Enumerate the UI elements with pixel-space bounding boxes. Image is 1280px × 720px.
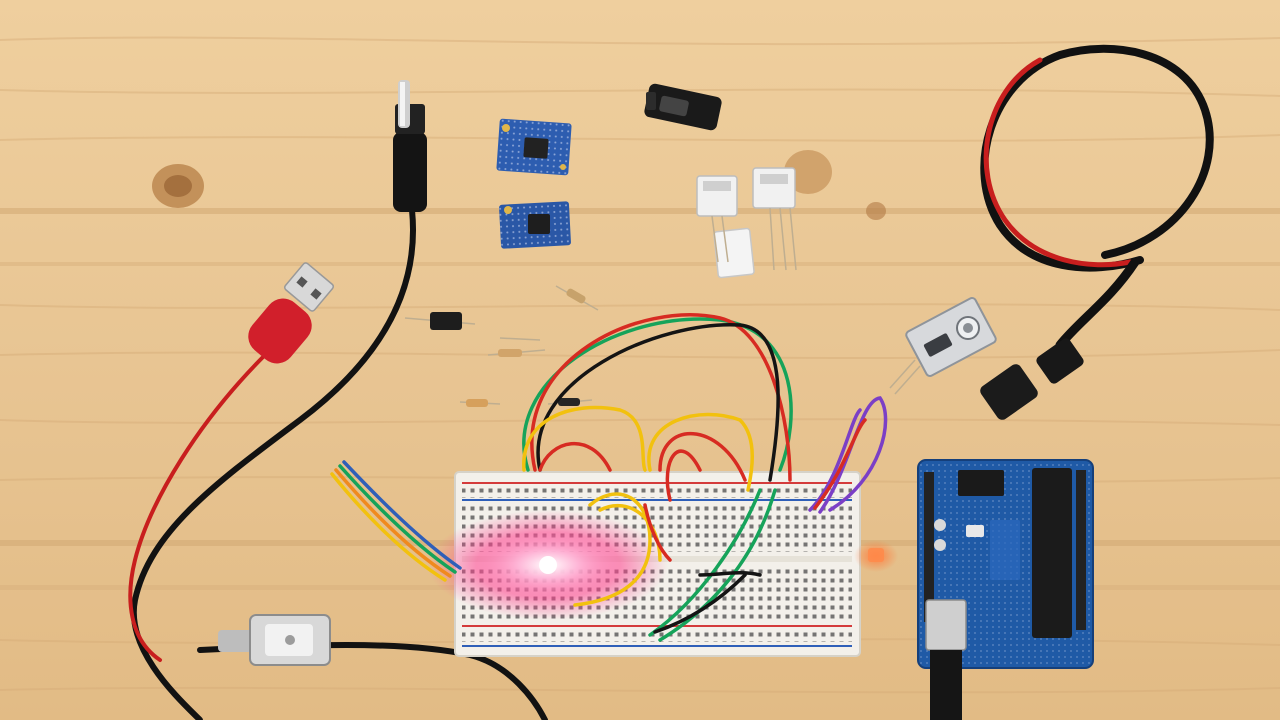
push-switch [644,83,722,131]
joystick-module [889,297,997,395]
jumper-wires [330,313,888,642]
usb-cable [128,262,335,662]
wireless-module-top [496,118,572,176]
resistor-scatter [404,285,599,407]
audio-jack-cable [130,80,548,720]
lit-led [428,510,898,620]
arduino-board [917,459,1094,720]
power-cable-coil [980,44,1214,420]
sensor-module-pair [696,167,797,279]
wireless-module-bottom [499,201,571,249]
